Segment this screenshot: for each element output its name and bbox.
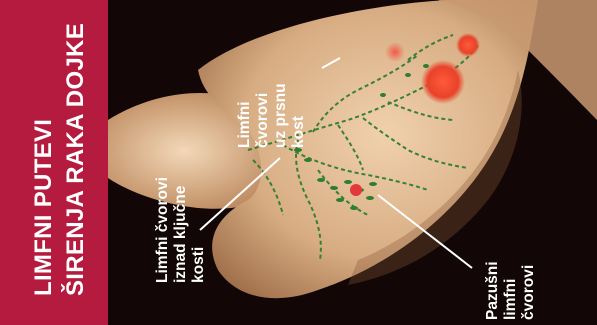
tumor-spot	[385, 42, 405, 62]
tumor-large	[421, 60, 465, 104]
title-line-2: ŠIRENJA RAKA DOJKE	[62, 23, 90, 296]
tumor-small	[456, 33, 480, 57]
label-sternum-nodes: Limfni čvorovi uz prsnu kost	[236, 83, 308, 148]
label-clavicle-nodes: Limfni čvorovi iznad ključne kosti	[154, 177, 208, 283]
title-line-1: LIMFNI PUTEVI	[30, 119, 58, 296]
title-strip	[0, 0, 122, 325]
node-spot-axillary	[350, 184, 362, 196]
label-axillary-nodes: Pazušni limfni čvorovi	[484, 261, 538, 320]
